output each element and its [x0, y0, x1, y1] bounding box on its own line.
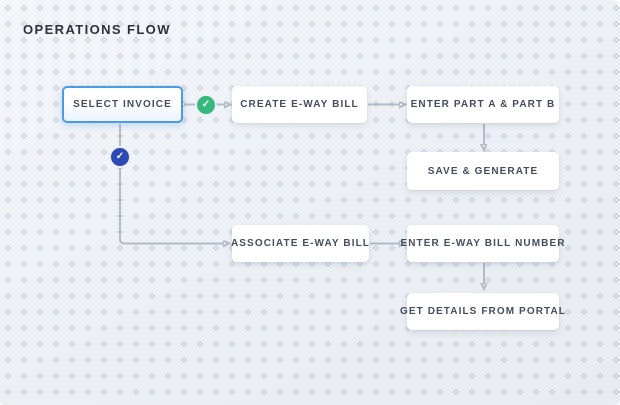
connector-select-to-associate [119, 124, 224, 244]
flow-node-enter-eway-bill-number-label: ENTER E-WAY BILL NUMBER [400, 238, 566, 249]
flow-node-select-invoice[interactable]: SELECT INVOICE [62, 86, 183, 123]
page-title: OPERATIONS FLOW [23, 22, 171, 37]
flow-node-get-details-from-portal-label: GET DETAILS FROM PORTAL [399, 306, 567, 317]
flow-node-associate-eway-bill-label: ASSOCIATE E-WAY BILL [230, 238, 371, 249]
success-check-badge: ✓ [195, 94, 217, 116]
flow-node-create-eway-bill-label: CREATE E-WAY BILL [240, 99, 359, 110]
flow-node-enter-eway-bill-number[interactable]: ENTER E-WAY BILL NUMBER [400, 225, 564, 262]
flow-node-save-and-generate-label: SAVE & GENERATE [427, 165, 539, 177]
flow-node-get-details-from-portal[interactable]: GET DETAILS FROM PORTAL [400, 293, 565, 330]
flow-node-enter-part-a-and-part-b-label: ENTER PART A & PART B [410, 99, 556, 110]
flow-node-save-and-generate[interactable]: SAVE & GENERATE [407, 152, 559, 190]
selected-path-check-badge: ✓ [109, 146, 131, 168]
flow-node-enter-part-a-and-part-b[interactable]: ENTER PART A & PART B [407, 86, 559, 123]
flow-node-associate-eway-bill[interactable]: ASSOCIATE E-WAY BILL [230, 225, 371, 262]
check-icon: ✓ [115, 151, 125, 162]
flow-node-select-invoice-label: SELECT INVOICE [73, 99, 172, 110]
flow-node-create-eway-bill[interactable]: CREATE E-WAY BILL [232, 86, 367, 123]
check-icon: ✓ [201, 99, 211, 110]
